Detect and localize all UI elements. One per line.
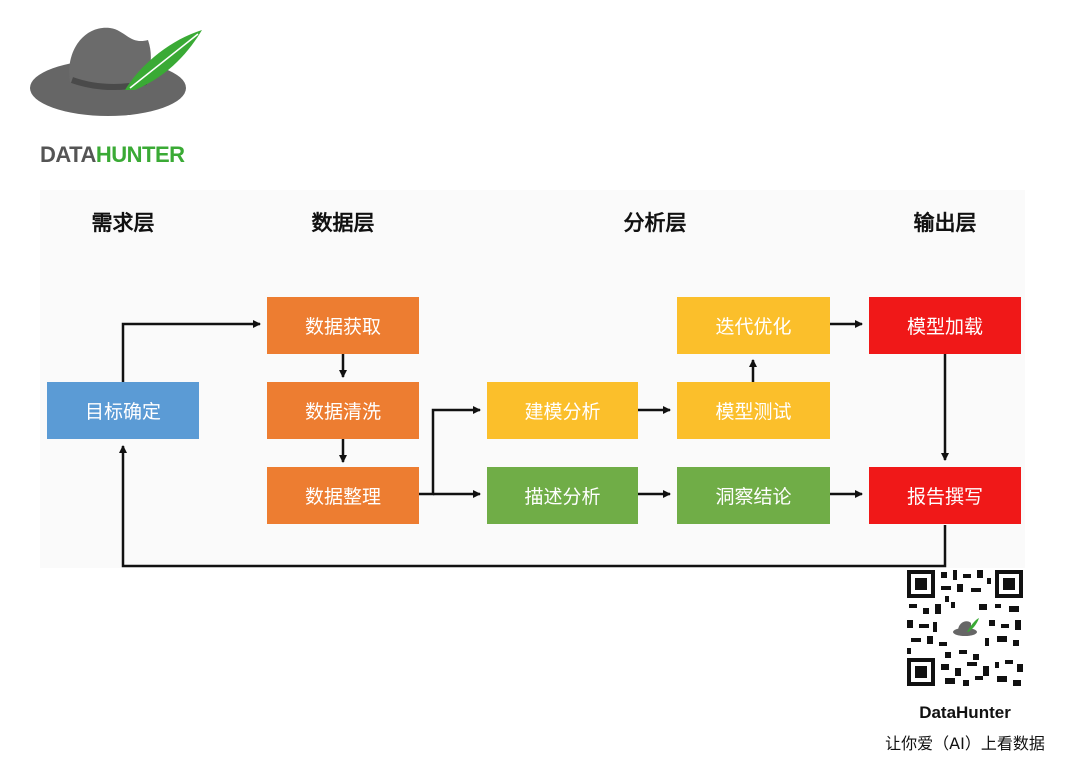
layer-heading-data: 数据层 xyxy=(311,211,375,235)
layer-heading-output: 输出层 xyxy=(913,211,977,235)
node-acquire: 数据获取 xyxy=(267,297,419,354)
datahunter-logo xyxy=(30,20,210,170)
node-clean: 数据清洗 xyxy=(267,382,419,439)
node-organize: 数据整理 xyxy=(267,467,419,524)
node-load: 模型加载 xyxy=(869,297,1021,354)
layer-heading-demand: 需求层 xyxy=(91,211,155,235)
node-test: 模型测试 xyxy=(677,382,830,439)
node-model: 建模分析 xyxy=(487,382,638,439)
node-report: 报告撰写 xyxy=(869,467,1021,524)
node-iterate: 迭代优化 xyxy=(677,297,830,354)
qr-code[interactable] xyxy=(905,568,1025,688)
hat-feather-icon xyxy=(30,27,202,116)
node-goal: 目标确定 xyxy=(47,382,199,439)
footer-title: DataHunter xyxy=(919,703,1011,722)
footer-subtitle: 让你爱（AI）上看数据 xyxy=(885,734,1045,753)
node-insight: 洞察结论 xyxy=(677,467,830,524)
logo-wordmark-hunter: HUNTER xyxy=(95,142,185,167)
layer-heading-analysis: 分析层 xyxy=(623,211,687,235)
arrow-report-to-goal xyxy=(119,445,947,568)
logo-wordmark-data: DATA xyxy=(40,142,96,167)
logo-wordmark: DATAHUNTER xyxy=(40,142,185,168)
arrow-goal-to-acquire xyxy=(121,320,261,382)
arrow-organize-to-model xyxy=(419,406,481,496)
node-describe: 描述分析 xyxy=(487,467,638,524)
